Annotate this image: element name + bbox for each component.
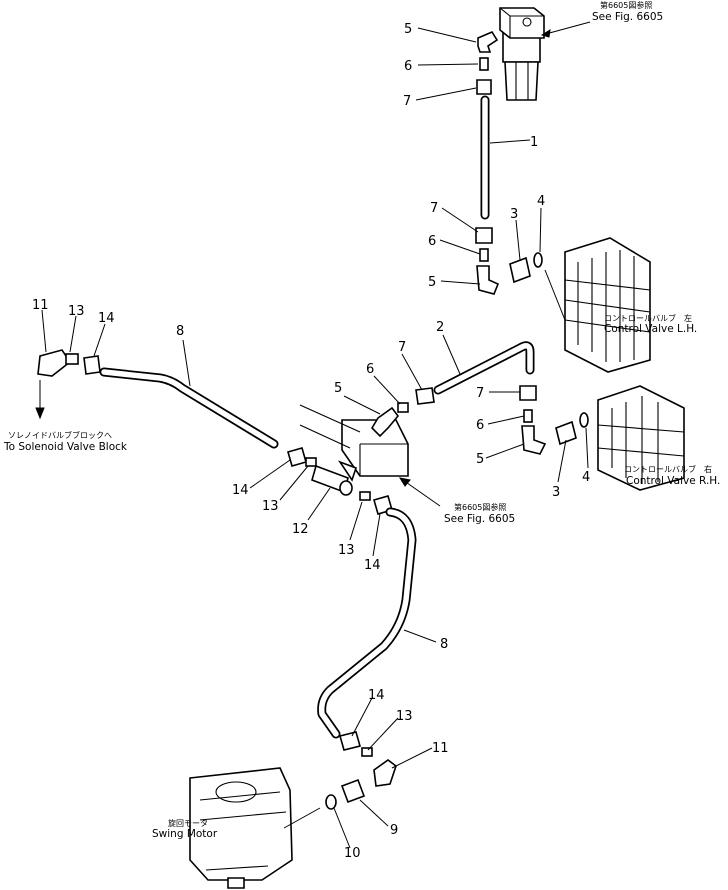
- callout-13: 13: [68, 304, 85, 319]
- solenoid-arrowhead: [35, 407, 45, 420]
- elbow-fitting-11-bottom: [373, 759, 397, 787]
- o-ring-4-rh: [579, 412, 589, 428]
- callout-10: 10: [344, 846, 361, 861]
- callout-8: 8: [176, 324, 184, 339]
- mid-ref-label-en: See Fig. 6605: [444, 513, 515, 525]
- top-ref-arrowhead: [540, 29, 551, 38]
- callout-13: 13: [396, 709, 413, 724]
- callout-4: 4: [582, 470, 590, 485]
- nipple-6-top: [479, 57, 489, 71]
- callout-9: 9: [390, 823, 398, 838]
- pipe-8-lower: [317, 507, 417, 739]
- sleeve-13-bottom: [361, 747, 373, 757]
- nut-14-left: [83, 355, 101, 375]
- connector-3-lh: [509, 256, 531, 284]
- elbow-fitting-5-block: [370, 406, 400, 438]
- elbow-block-connector: [337, 460, 358, 482]
- callout-2: 2: [436, 320, 444, 335]
- control-valve-rh: [597, 385, 685, 491]
- nut-14-block: [287, 447, 307, 467]
- connector-9: [340, 778, 366, 804]
- nipple-6-rh: [523, 409, 533, 423]
- nut-7-top: [476, 79, 492, 95]
- pipe-8-upper: [99, 367, 279, 449]
- callout-5: 5: [476, 452, 484, 467]
- callout-14: 14: [232, 483, 249, 498]
- o-ring-10: [325, 794, 337, 810]
- callout-5: 5: [404, 22, 412, 37]
- control-valve-lh: [564, 237, 651, 373]
- lh-leader: [544, 269, 566, 321]
- swing-motor-label-jp: 旋回モータ: [168, 818, 208, 828]
- top-cylinder-assembly: [499, 7, 545, 101]
- nipple-6-mid: [479, 248, 489, 262]
- callout-14: 14: [368, 688, 385, 703]
- mid-ref-label-jp: 第6605図参照: [454, 502, 506, 512]
- callout-7: 7: [403, 94, 411, 109]
- callout-leaders: [41, 27, 589, 849]
- callout-4: 4: [537, 194, 545, 209]
- swing-motor: [189, 767, 321, 889]
- elbow-fitting-11-left: [37, 349, 72, 377]
- callout-5: 5: [428, 275, 436, 290]
- mid-ref-arrowhead: [398, 477, 411, 487]
- callout-7: 7: [398, 340, 406, 355]
- sleeve-13-lower: [359, 491, 371, 501]
- valve-12-end: [339, 480, 353, 496]
- solenoid-label-en: To Solenoid Valve Block: [3, 441, 128, 453]
- elbow-fitting-5-top: [477, 30, 499, 53]
- nut-7-block: [415, 387, 435, 405]
- connector-3-rh: [555, 420, 577, 446]
- callout-6: 6: [428, 234, 436, 249]
- nut-14-bottom: [339, 731, 361, 751]
- callout-1: 1: [530, 135, 538, 150]
- control-valve-rh-label-jp: コントロールバルブ 右: [624, 464, 712, 474]
- elbow-fitting-5-rh: [521, 425, 547, 455]
- callout-11: 11: [32, 298, 49, 313]
- callout-6: 6: [404, 59, 412, 74]
- elbow-fitting-5-mid: [476, 265, 500, 295]
- callout-11: 11: [432, 741, 449, 756]
- callout-14: 14: [98, 311, 115, 326]
- sleeve-13-block: [305, 457, 317, 467]
- nut-7-mid: [475, 227, 493, 244]
- callout-14: 14: [364, 558, 381, 573]
- callout-13: 13: [262, 499, 279, 514]
- callout-6: 6: [476, 418, 484, 433]
- control-valve-lh-label-en: Control Valve L.H.: [604, 323, 697, 335]
- o-ring-4-lh: [533, 252, 543, 268]
- sleeve-13-left: [65, 353, 79, 365]
- top-ref-label-jp: 第6605図参照: [600, 0, 652, 10]
- solenoid-label-jp: ソレノイドバルブブロックへ: [8, 430, 112, 440]
- pipe-2: [433, 341, 535, 395]
- callout-3: 3: [552, 485, 560, 500]
- swing-motor-label-en: Swing Motor: [152, 828, 218, 840]
- top-ref-label-en: See Fig. 6605: [592, 11, 663, 23]
- nipple-6-block: [397, 402, 409, 413]
- control-valve-lh-label-jp: コントロールバルブ 左: [604, 313, 692, 323]
- callout-13: 13: [338, 543, 355, 558]
- callout-8: 8: [440, 637, 448, 652]
- callout-7: 7: [476, 386, 484, 401]
- manifold-block: [299, 404, 409, 477]
- control-valve-rh-label-en: Control Valve R.H.: [626, 475, 720, 487]
- callout-5: 5: [334, 381, 342, 396]
- callout-6: 6: [366, 362, 374, 377]
- callout-7: 7: [430, 201, 438, 216]
- callout-12: 12: [292, 522, 309, 537]
- nut-7-rh: [519, 385, 537, 401]
- callout-3: 3: [510, 207, 518, 222]
